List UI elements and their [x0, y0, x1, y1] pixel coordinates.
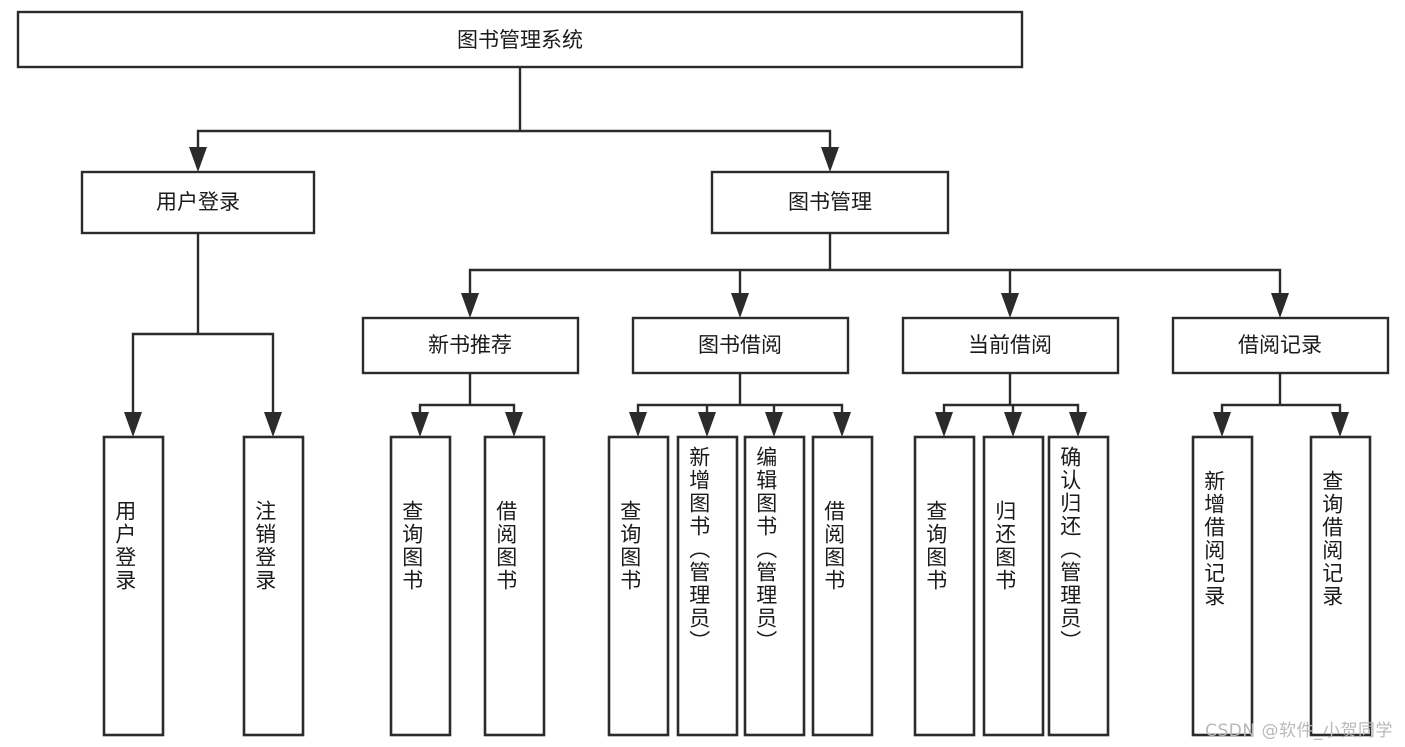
node-leaf-query-book-1-label: 查询图书: [400, 500, 424, 592]
connector-userlogin-bus: [131, 231, 275, 423]
arrow-to-leaf-query-book-3: [935, 412, 953, 437]
connector-borrowrecord-bus: [1220, 371, 1342, 423]
csdn-watermark: CSDN @软件_小贺同学: [1205, 721, 1393, 741]
node-leaf-return-book-label: 归还图书: [993, 500, 1017, 592]
node-current-borrow-label: 当前借阅: [968, 333, 1052, 357]
node-leaf-query-record-label: 查询借阅记录: [1320, 470, 1344, 608]
node-leaf-query-book-3[interactable]: 查询图书: [913, 435, 976, 737]
node-leaf-user-login[interactable]: 用户登录: [102, 435, 165, 737]
arrow-to-leaf-return-book: [1004, 412, 1022, 437]
arrow-to-leaf-query-book-1: [411, 412, 429, 437]
node-leaf-add-record[interactable]: 新增借阅记录: [1191, 435, 1254, 737]
arrow-to-leaf-add-book: [698, 412, 716, 437]
node-leaf-borrow-book-2-label: 借阅图书: [822, 500, 846, 592]
arrow-to-user-login: [189, 147, 207, 172]
node-borrow-record-label: 借阅记录: [1238, 333, 1322, 357]
node-leaf-add-record-label: 新增借阅记录: [1202, 470, 1226, 608]
arrow-to-leaf-confirm-return: [1069, 412, 1087, 437]
node-leaf-borrow-book-1[interactable]: 借阅图书: [483, 435, 546, 737]
connector-newbook-bus: [418, 371, 516, 423]
arrow-to-leaf-borrow-book-2: [833, 412, 851, 437]
arrow-to-leaf-query-book-2: [629, 412, 647, 437]
node-leaf-query-book-3-label: 查询图书: [924, 500, 948, 592]
node-user-login-label: 用户登录: [156, 190, 240, 214]
node-leaf-query-book-2[interactable]: 查询图书: [607, 435, 670, 737]
node-leaf-confirm-return[interactable]: 确认归还（管理员）: [1047, 435, 1110, 737]
arrow-to-new-book-recommend: [461, 293, 479, 318]
node-leaf-query-record[interactable]: 查询借阅记录: [1309, 435, 1372, 737]
node-book-borrow-label: 图书借阅: [698, 333, 782, 357]
node-root[interactable]: 图书管理系统: [16, 10, 1024, 69]
node-leaf-logout-login-label: 注销登录: [253, 500, 277, 592]
connector-bookborrow-bus: [636, 371, 844, 423]
connector-root-to-level1: [196, 65, 832, 158]
node-leaf-query-book-1[interactable]: 查询图书: [389, 435, 452, 737]
connector-bookmgmt-bus: [468, 231, 1282, 304]
node-leaf-add-book-label: 新增图书（管理员）: [687, 446, 711, 653]
arrow-to-leaf-add-record: [1213, 412, 1231, 437]
node-leaf-query-book-2-label: 查询图书: [618, 500, 642, 592]
connector-layer: [124, 65, 1349, 437]
node-book-management[interactable]: 图书管理: [710, 170, 950, 235]
node-leaf-borrow-book-2[interactable]: 借阅图书: [811, 435, 874, 737]
arrow-to-leaf-borrow-book-1: [505, 412, 523, 437]
node-leaf-edit-book[interactable]: 编辑图书（管理员）: [743, 435, 806, 737]
node-book-borrow[interactable]: 图书借阅: [631, 316, 850, 375]
node-user-login[interactable]: 用户登录: [80, 170, 316, 235]
node-leaf-add-book[interactable]: 新增图书（管理员）: [676, 435, 739, 737]
node-leaf-user-login-label: 用户登录: [113, 500, 137, 592]
node-new-book-recommend-label: 新书推荐: [428, 333, 512, 357]
node-leaf-return-book[interactable]: 归还图书: [982, 435, 1045, 737]
node-book-management-label: 图书管理: [788, 190, 872, 214]
arrow-to-leaf-user-login: [124, 412, 142, 437]
arrow-to-borrow-record: [1271, 293, 1289, 318]
node-root-label: 图书管理系统: [457, 28, 583, 52]
node-leaf-edit-book-label: 编辑图书（管理员）: [754, 446, 778, 653]
arrow-to-leaf-edit-book: [765, 412, 783, 437]
arrow-to-leaf-query-record: [1331, 412, 1349, 437]
arrow-to-leaf-logout-login: [264, 412, 282, 437]
arrow-to-current-borrow: [1001, 293, 1019, 318]
node-leaf-logout-login[interactable]: 注销登录: [242, 435, 305, 737]
arrow-to-book-borrow: [731, 293, 749, 318]
node-new-book-recommend[interactable]: 新书推荐: [361, 316, 580, 375]
arrow-to-book-management: [821, 147, 839, 172]
node-leaf-confirm-return-label: 确认归还（管理员）: [1058, 446, 1082, 653]
node-layer: 图书管理系统 用户登录 图书管理 新书推荐 图书借阅: [16, 10, 1390, 737]
node-leaf-borrow-book-1-label: 借阅图书: [494, 500, 518, 592]
node-current-borrow[interactable]: 当前借阅: [901, 316, 1120, 375]
node-borrow-record[interactable]: 借阅记录: [1171, 316, 1390, 375]
